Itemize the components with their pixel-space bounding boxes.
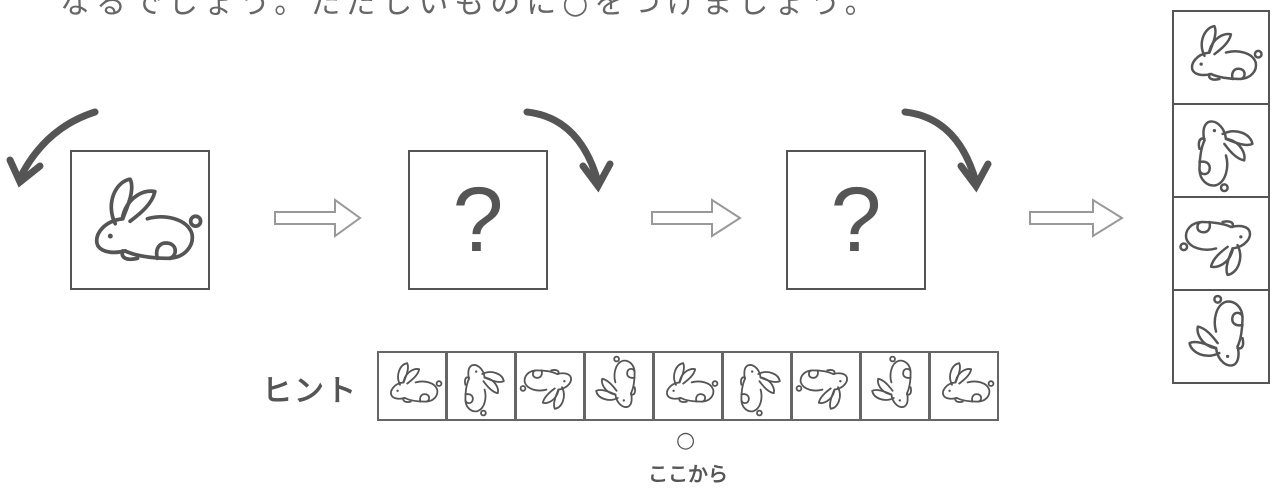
start-label: ここから [648,462,728,486]
hint-cell [377,351,447,421]
hint-cell [929,351,999,421]
rabbit-image [1179,220,1252,277]
hint-label: ヒント [262,374,358,409]
rabbit-image [1190,24,1263,81]
hint-cell [584,351,654,421]
choice-2[interactable] [1172,103,1270,198]
hint-cell [722,351,792,421]
unknown-box-2: ? [786,150,926,290]
choice-4[interactable] [1172,289,1270,384]
choice-3[interactable] [1172,196,1270,291]
rotate-right-arrow-1 [523,108,614,193]
rabbit-image [795,369,848,410]
hint-cell [446,351,516,421]
hint-cell [515,351,585,421]
next-arrow-2 [651,198,742,238]
rabbit-image [1188,294,1245,367]
start-circle-mark: ○ [676,428,696,453]
rabbit-image [666,362,719,403]
rabbit-image [942,362,995,403]
hint-cell-start [653,351,723,421]
rabbit-image [464,364,505,417]
question-mark: ? [830,168,882,271]
rabbit-image [740,364,781,417]
rabbit-image [1197,120,1254,193]
rabbit-image [871,355,912,408]
hint-cell [860,351,930,421]
instruction-text: なるでしょう。ただしいものに○をつけましょう。 [60,0,881,21]
hint-cell [791,351,861,421]
rabbit-image [519,369,572,410]
start-rabbit-box [70,150,210,290]
rabbit-image [390,362,443,403]
rotate-right-arrow-2 [901,108,992,193]
next-arrow-1 [274,198,362,238]
rabbit-image [595,355,636,408]
unknown-box-1: ? [408,150,548,290]
next-arrow-3 [1029,198,1124,238]
rotate-left-arrow [6,108,99,188]
question-mark: ? [452,168,504,271]
rabbit-image [94,177,203,262]
choice-1[interactable] [1172,10,1270,105]
